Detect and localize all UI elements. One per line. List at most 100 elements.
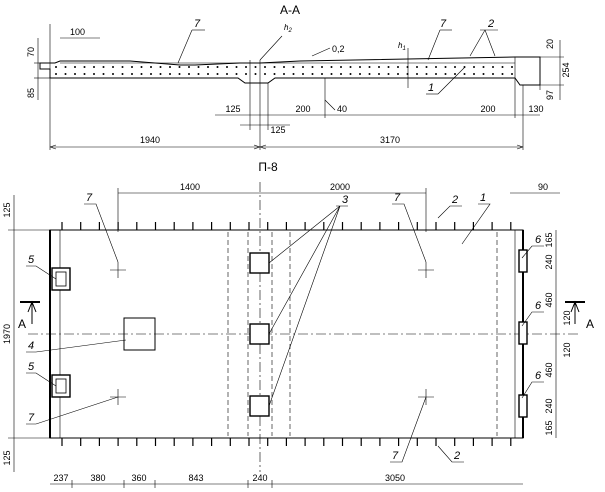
leader-2t bbox=[437, 205, 462, 219]
cross-tl bbox=[110, 262, 126, 278]
reinforcement-dot bbox=[463, 66, 466, 68]
reinforcement-dot bbox=[273, 66, 276, 68]
plan-dim-r240a: 240 bbox=[544, 254, 554, 269]
reinforcement-dot bbox=[340, 73, 342, 75]
reinforcement-dot bbox=[55, 73, 57, 75]
callout-2-leader-a bbox=[469, 29, 486, 57]
reinforcement-dot bbox=[131, 73, 133, 75]
reinforcement-dot bbox=[492, 66, 494, 68]
plan-dim-2000: 2000 bbox=[330, 182, 350, 192]
embed-3-top bbox=[249, 252, 270, 274]
reinforcement-dot bbox=[74, 73, 76, 75]
reinforcement-dot bbox=[473, 66, 475, 68]
leader-6a bbox=[521, 245, 544, 259]
callout-7b-leader bbox=[427, 29, 441, 61]
plan-title: П-8 bbox=[258, 160, 278, 174]
reinforcement-dot bbox=[283, 66, 285, 68]
reinforcement-dot bbox=[83, 66, 86, 68]
part-6-bottom bbox=[518, 394, 528, 418]
plan-callout-6c: 6 bbox=[535, 370, 542, 382]
callout-7a: 7 bbox=[194, 18, 201, 30]
callout-7a-leader bbox=[177, 29, 193, 64]
dim-97: 97 bbox=[545, 90, 555, 100]
leader-1 bbox=[461, 203, 491, 245]
dim-125b: 125 bbox=[270, 125, 285, 135]
plan-dim-360: 360 bbox=[131, 473, 146, 483]
reinforcement-dot bbox=[416, 66, 418, 68]
reinforcement-dot bbox=[416, 73, 418, 75]
reinforcement-dot bbox=[93, 66, 95, 68]
plan-dim-r240b: 240 bbox=[544, 398, 554, 413]
callout-2-leader-b bbox=[484, 29, 496, 57]
slope-label: 0,2 bbox=[332, 44, 345, 54]
leader-2b bbox=[437, 445, 464, 463]
dim-40: 40 bbox=[337, 104, 347, 114]
plan-callout-1: 1 bbox=[480, 192, 486, 204]
reinforcement-dot bbox=[121, 73, 124, 75]
dim-130: 130 bbox=[528, 104, 543, 114]
reinforcement-dot bbox=[207, 73, 209, 75]
reinforcement-dot bbox=[159, 66, 162, 68]
plan-dim-bottom-ticks bbox=[71, 480, 273, 488]
reinforcement-dot bbox=[482, 73, 485, 75]
reinforcement-dot bbox=[112, 66, 114, 68]
reinforcement-dot bbox=[311, 73, 314, 75]
plan-dim-r165a: 165 bbox=[544, 232, 554, 247]
leader-40 bbox=[324, 99, 336, 111]
reinforcement-dot bbox=[235, 73, 238, 75]
plan-dim-1400: 1400 bbox=[180, 182, 200, 192]
plan-dim-240: 240 bbox=[252, 473, 267, 483]
dim-3170: 3170 bbox=[380, 135, 400, 145]
reinforcement-dot bbox=[245, 66, 247, 68]
slope-arrow bbox=[311, 47, 331, 57]
embed-3-bottom bbox=[249, 395, 270, 417]
reinforcement-dot bbox=[501, 73, 504, 75]
reinforcement-dot bbox=[511, 73, 513, 75]
reinforcement-dot bbox=[444, 73, 447, 75]
reinforcement-dot bbox=[435, 73, 437, 75]
leader-5a bbox=[26, 265, 57, 280]
reinforcement-dot bbox=[444, 66, 447, 68]
reinforcement-dot bbox=[254, 66, 257, 68]
reinforcement-dot bbox=[55, 66, 57, 68]
reinforcement-dot bbox=[492, 73, 494, 75]
reinforcement-dot bbox=[102, 66, 105, 68]
reinforcement-dot bbox=[169, 66, 171, 68]
reinforcement-dot bbox=[245, 73, 247, 75]
reinforcement-dot bbox=[349, 66, 352, 68]
dim-70: 70 bbox=[26, 47, 36, 57]
plan-dim-380: 380 bbox=[90, 473, 105, 483]
reinforcement-dot bbox=[264, 66, 266, 68]
reinforcement-dot bbox=[197, 66, 200, 68]
reinforcement-dot bbox=[321, 66, 323, 68]
loop-5-top bbox=[51, 267, 71, 291]
plan-dim-r460a: 460 bbox=[544, 292, 554, 307]
leader-6c bbox=[521, 381, 544, 399]
part-6-middle bbox=[518, 321, 528, 345]
reinforcement-dot bbox=[188, 66, 190, 68]
section-mark-right-arrow bbox=[570, 300, 580, 324]
reinforcement-dot bbox=[83, 73, 86, 75]
dim-1940: 1940 bbox=[140, 135, 160, 145]
dim-h2-leader bbox=[259, 35, 283, 61]
reinforcement-dot bbox=[235, 66, 238, 68]
reinforcement-dot bbox=[435, 66, 437, 68]
reinforcement-dot bbox=[349, 73, 352, 75]
section-mark-left: А bbox=[18, 317, 26, 331]
reinforcement-dot bbox=[292, 73, 295, 75]
plan-view: П-8 bbox=[2, 160, 594, 488]
plan-dim-125-top: 125 bbox=[2, 202, 12, 217]
plan-callout-6b: 6 bbox=[535, 300, 542, 312]
plan-callout-7-bl: 7 bbox=[28, 412, 35, 424]
dim-200b: 200 bbox=[480, 104, 495, 114]
dim-20: 20 bbox=[545, 39, 555, 49]
reinforcement-dot bbox=[283, 73, 285, 75]
plan-callout-6a: 6 bbox=[535, 234, 542, 246]
reinforcement-dot bbox=[188, 73, 190, 75]
plan-callout-5b: 5 bbox=[28, 361, 35, 373]
reinforcement-dot bbox=[378, 66, 380, 68]
plan-dim-r460b: 460 bbox=[544, 362, 554, 377]
plan-dim-r120a: 120 bbox=[562, 310, 572, 325]
plan-dim-1970: 1970 bbox=[2, 324, 12, 344]
